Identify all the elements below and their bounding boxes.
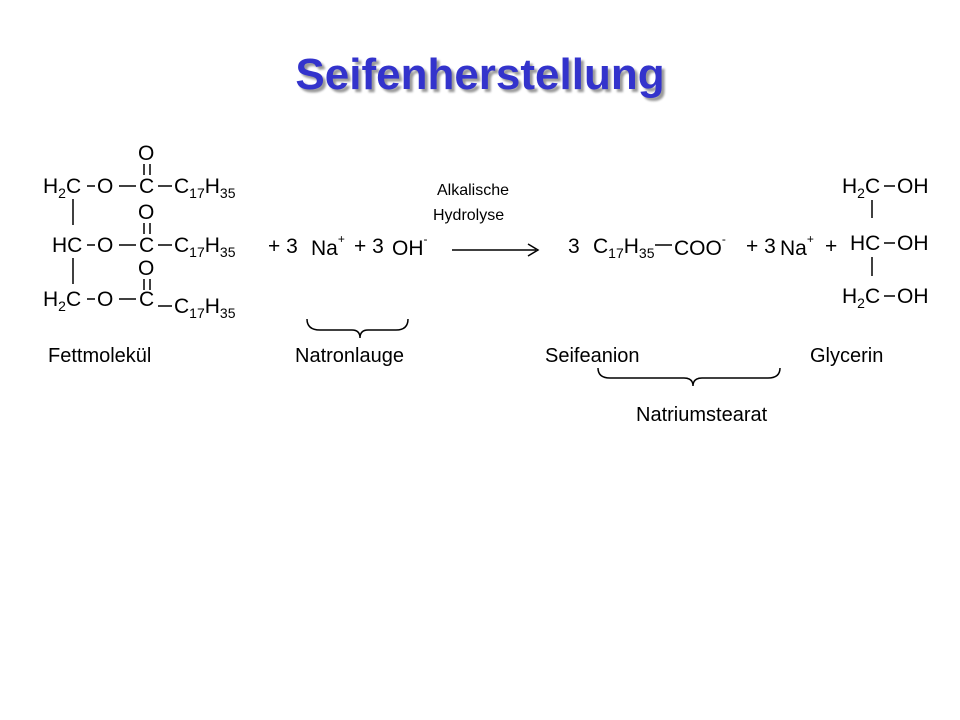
ester-oxygen-3: O [97,288,113,311]
reaction-arrow: Alkalische Hydrolyse [433,182,540,257]
svg-text:C17H35: C17H35 [174,234,236,260]
carbonyl-oxygen-3: O [138,257,154,280]
glycerin-molecule: H2C OH HC OH H2C OH [842,175,929,311]
soap-anion: 3 C17H35 COO- [568,232,726,261]
carbonyl-carbon-1: C [139,175,154,198]
svg-text:+ 3: + 3 [268,235,298,258]
svg-text:C17H35: C17H35 [174,175,236,201]
fat-row-3: O H2C O C C17H35 [43,257,236,321]
svg-text:OH-: OH- [392,232,428,260]
brace-natriumstearat [597,367,781,387]
svg-text:C17H35: C17H35 [593,235,655,261]
carbonyl-oxygen-1: O [138,142,154,165]
label-natriumstearat: Natriumstearat [636,404,768,426]
svg-text:H2C: H2C [842,175,880,201]
svg-text:Na+: Na+ [780,232,814,260]
svg-text:H2C: H2C [43,288,81,314]
svg-text:Alkalische: Alkalische [437,182,509,199]
svg-text:+ 3: + 3 [746,235,776,258]
carbonyl-carbon-2: C [139,234,154,257]
svg-text:C17H35: C17H35 [174,295,236,321]
svg-text:OH: OH [897,285,929,308]
svg-text:+: + [825,235,837,258]
label-glycerin: Glycerin [810,345,883,367]
h-atom: H [43,175,58,198]
svg-text:COO-: COO- [674,232,726,260]
svg-text:Hydrolyse: Hydrolyse [433,207,504,224]
slide-title: Seifenherstellung [295,50,665,99]
carbonyl-oxygen-2: O [138,201,154,224]
svg-text:OH: OH [897,232,929,255]
ester-oxygen-2: O [97,234,113,257]
svg-text:H2C: H2C [842,285,880,311]
reagent-naoh: + 3 Na+ + 3 OH- [268,232,428,260]
sodium-ions: + 3 Na+ + [746,232,837,260]
fat-row-1: O H2C O C C17H35 [43,142,236,201]
svg-text:3: 3 [568,235,580,258]
label-seifeanion: Seifeanion [545,345,640,367]
carbonyl-carbon-3: C [139,288,154,311]
fat-row-2: O HC O C C17H35 [52,201,236,260]
ester-oxygen-1: O [97,175,113,198]
svg-text:H2C: H2C [43,175,81,201]
svg-text:OH: OH [897,175,929,198]
svg-text:HC: HC [52,234,82,257]
svg-text:HC: HC [850,232,880,255]
fat-molecule: O H2C O C C17H35 O HC O C C17H35 O [43,142,236,321]
svg-text:+ 3: + 3 [354,235,384,258]
label-fettmolekuel: Fettmolekül [48,345,151,367]
svg-text:Na+: Na+ [311,232,345,260]
label-natronlauge: Natronlauge [295,345,404,367]
brace-natronlauge [306,318,409,339]
